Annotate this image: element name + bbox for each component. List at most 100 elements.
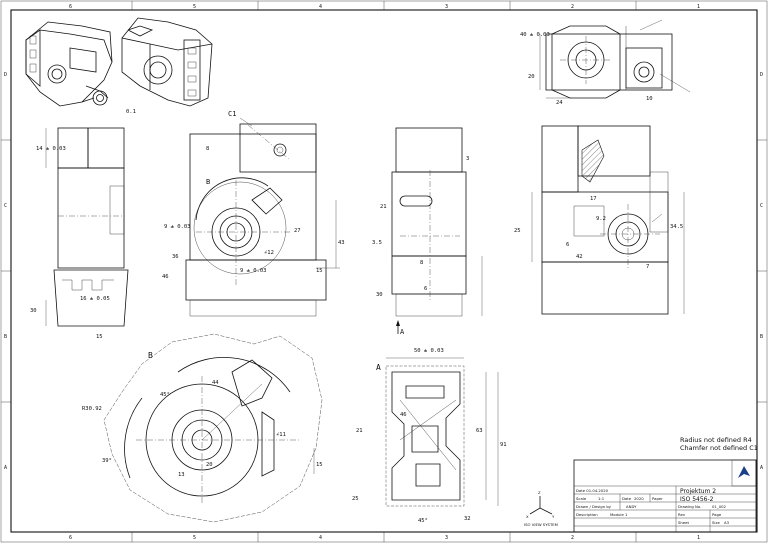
section-a-label: A: [376, 363, 381, 372]
dim-far-6: 6: [566, 242, 569, 248]
axis-triad: Z X Y ISO VIEW SYSTEM: [524, 490, 558, 527]
zone-right-a: A: [760, 465, 763, 471]
zone-left-c: C: [4, 203, 7, 209]
axis-x: X: [526, 514, 529, 519]
dim-b-20: 20: [206, 462, 213, 468]
dim-44: 44: [212, 380, 219, 386]
detail-b-view: B R30.92 39° 45° 44 ∠11 13 20 15: [82, 333, 323, 523]
dim-91: 91: [500, 442, 507, 448]
isometric-view-right: [121, 17, 213, 107]
zone-top-5: 5: [193, 4, 196, 10]
company-logo: [738, 466, 750, 478]
c1-marker: C1: [228, 110, 236, 118]
zone-top-3: 3: [445, 4, 448, 10]
chamfer-note: Chamfer not defined C1: [680, 444, 758, 452]
zone-left-b: B: [4, 334, 7, 340]
dim-sa-45: 45°: [418, 518, 428, 524]
dim-far-25: 25: [514, 228, 521, 234]
tb-date-value: 2020: [634, 496, 644, 501]
dim-42: 42: [576, 254, 583, 260]
zone-labels-bottom: 6 5 4 3 2 1: [69, 535, 700, 541]
tb-drawn-value: ANDY: [626, 504, 637, 509]
general-notes: Radius not defined R4 Chamfer not define…: [680, 436, 758, 452]
dim-far-17: 17: [590, 196, 597, 202]
zone-right-c: C: [760, 203, 763, 209]
dim-24: 24: [556, 100, 563, 106]
tb-top-line: Date 01.04.2020: [576, 488, 609, 493]
dim-16: 16 ± 0.05: [80, 296, 110, 302]
dim-10: 10: [646, 96, 653, 102]
dim-sa-46: 46: [400, 412, 407, 418]
zone-bottom-6: 6: [69, 535, 72, 541]
dim-34: 34.5: [670, 224, 683, 230]
section-a-view: A 50 ± 0.03 63 91 46 21 25 45° 32: [352, 348, 507, 524]
title-block: Date 01.04.2020 Scale 1:1 Date 2020 Pape…: [573, 459, 757, 533]
detail-b-label: B: [148, 351, 153, 360]
zone-right-b: B: [760, 334, 763, 340]
right-side-view: 3 3.5 21 6 30 8 A: [372, 127, 483, 336]
zone-top-4: 4: [319, 4, 322, 10]
tb-drawing-no-label: Drawing No.: [678, 504, 701, 509]
dim-front-9: 9 ± 0.03: [240, 268, 267, 274]
dim-b-4: ∠11: [276, 432, 286, 438]
dim-43: 43: [338, 240, 345, 246]
zone-bottom-2: 2: [571, 535, 574, 541]
tb-drawn-label: Drawn / Design by: [576, 504, 612, 509]
zone-top-1: 1: [697, 4, 700, 10]
dim-left-30: 30: [30, 308, 37, 314]
zone-left-d: D: [4, 72, 7, 78]
zone-labels-left: D C B A: [4, 72, 7, 471]
tb-rev-label: Rev: [678, 512, 686, 517]
dim-45: 45°: [160, 392, 170, 398]
tb-size-label: Size: [712, 520, 720, 525]
tb-size-value: A3: [724, 520, 730, 525]
tb-drawing-no-value: 01_002: [712, 504, 727, 509]
tb-project: Projektum 2: [680, 488, 716, 495]
top-plan-view: 40 ± 0.03 20 24 10: [520, 19, 691, 106]
tb-page-label: Page: [712, 512, 722, 517]
zone-bottom-4: 4: [319, 535, 322, 541]
dim-3: 3: [466, 156, 469, 162]
dim-9: 9 ± 0.03: [164, 224, 191, 230]
tb-scale-label: Scale: [576, 496, 587, 501]
dim-far-7: 7: [646, 264, 649, 270]
front-view: 8 9 ± 0.03 27 43 36 46 9 ± 0.03 15 ∠12 B…: [162, 110, 345, 317]
tb-description-label: Description: [576, 512, 598, 517]
dim-20: 20: [528, 74, 535, 80]
axis-caption: ISO VIEW SYSTEM: [524, 522, 558, 527]
left-side-view: 14 ± 0.03 16 ± 0.05 30 0.1 15: [30, 109, 136, 340]
dim-left-15: 15: [96, 334, 103, 340]
tb-date-label: Date: [622, 496, 632, 501]
dim-right-8: 8: [420, 260, 423, 266]
dim-35: 3.5: [372, 240, 382, 246]
dim-39: 39°: [102, 458, 112, 464]
radius-note: Radius not defined R4: [680, 436, 752, 444]
dim-left-01: 0.1: [126, 109, 136, 115]
view-b-marker: B: [206, 178, 210, 186]
isometric-view-left: [25, 21, 113, 107]
tb-standard: ISO 5456-2: [680, 496, 714, 503]
tb-sheet-label: Sheet: [678, 520, 689, 525]
zone-bottom-5: 5: [193, 535, 196, 541]
dim-63: 63: [476, 428, 483, 434]
tb-scale-value: 1:1: [598, 496, 605, 501]
dim-40: 40 ± 0.03: [520, 32, 550, 38]
axis-y: Y: [552, 514, 555, 519]
tb-paper-label: Paper: [652, 496, 663, 501]
zone-top-2: 2: [571, 4, 574, 10]
zone-labels-right: D C B A: [760, 72, 763, 471]
section-arrow-a: A: [400, 328, 405, 336]
far-right-view: 25 34.5 42 6 17 7 9.2: [514, 125, 685, 315]
dim-far-92: 9.2: [596, 216, 606, 222]
zone-top-6: 6: [69, 4, 72, 10]
zone-labels-top: 6 5 4 3 2 1: [69, 4, 700, 10]
dim-21: 21: [380, 204, 387, 210]
dim-sa-25: 25: [352, 496, 359, 502]
dim-right-30: 30: [376, 292, 383, 298]
dim-sa-21: 21: [356, 428, 363, 434]
dim-36: 36: [172, 254, 179, 260]
dim-b-15: 15: [316, 462, 323, 468]
axis-z: Z: [538, 490, 541, 495]
